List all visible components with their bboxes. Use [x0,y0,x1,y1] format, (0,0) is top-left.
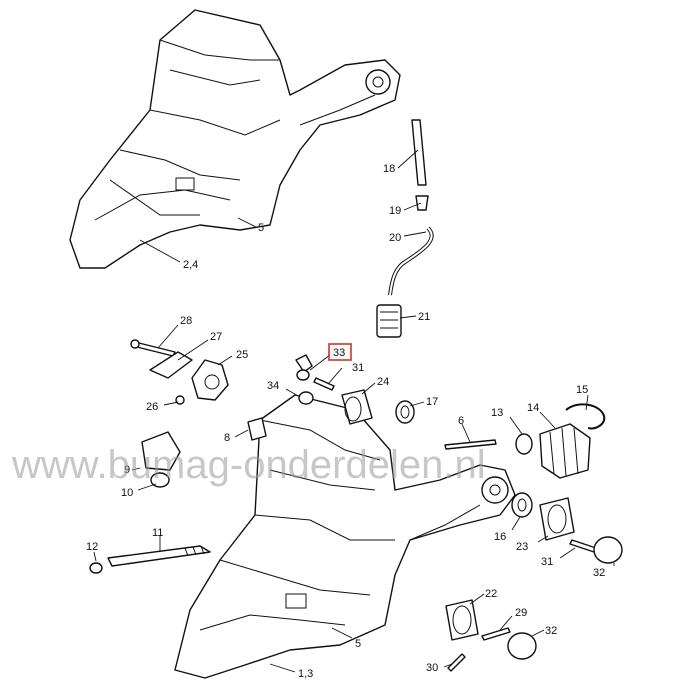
callout-24: 24 [377,376,389,388]
callout-32-upper: 32 [593,567,605,579]
callout-31-upper: 31 [352,362,364,374]
callout-25: 25 [236,349,248,361]
callout-1-3: 1,3 [298,668,313,680]
callout-2-4: 2,4 [183,259,198,271]
leader-lines [93,149,615,673]
callout-6: 6 [458,415,464,427]
upper-housing-drawing [69,9,401,269]
callout-34: 34 [267,380,279,392]
highlight-box-33 [328,343,352,361]
callout-12: 12 [86,541,98,553]
callout-28: 28 [180,315,192,327]
callout-8: 8 [224,432,230,444]
callout-17: 17 [426,396,438,408]
callout-15: 15 [576,384,588,396]
watermark-text: www.bumag-onderdelen.nl [11,443,486,487]
callout-33: 33 [333,347,345,359]
callout-22: 22 [485,588,497,600]
callout-30: 30 [426,662,438,674]
callout-26: 26 [146,401,158,413]
small-parts-drawing [89,119,623,672]
callout-18: 18 [383,163,395,175]
callout-20: 20 [389,232,401,244]
callout-19: 19 [389,205,401,217]
callout-32-lower: 32 [545,625,557,637]
lower-housing-drawing [174,394,516,679]
callout-14: 14 [527,402,539,414]
callout-10: 10 [121,487,133,499]
callout-27: 27 [210,331,222,343]
callout-numbers: 18 19 20 21 5 2,4 28 27 25 26 33 31 34 2… [86,163,605,680]
callout-21: 21 [418,311,430,323]
callout-11: 11 [152,527,163,539]
callout-31-lower: 31 [541,556,553,568]
callout-16: 16 [494,531,506,543]
callout-23: 23 [516,541,528,553]
callout-9: 9 [124,464,130,476]
callout-13: 13 [491,407,503,419]
callout-5-lower: 5 [355,638,361,650]
callout-29: 29 [515,607,527,619]
callout-5-upper: 5 [258,222,264,234]
